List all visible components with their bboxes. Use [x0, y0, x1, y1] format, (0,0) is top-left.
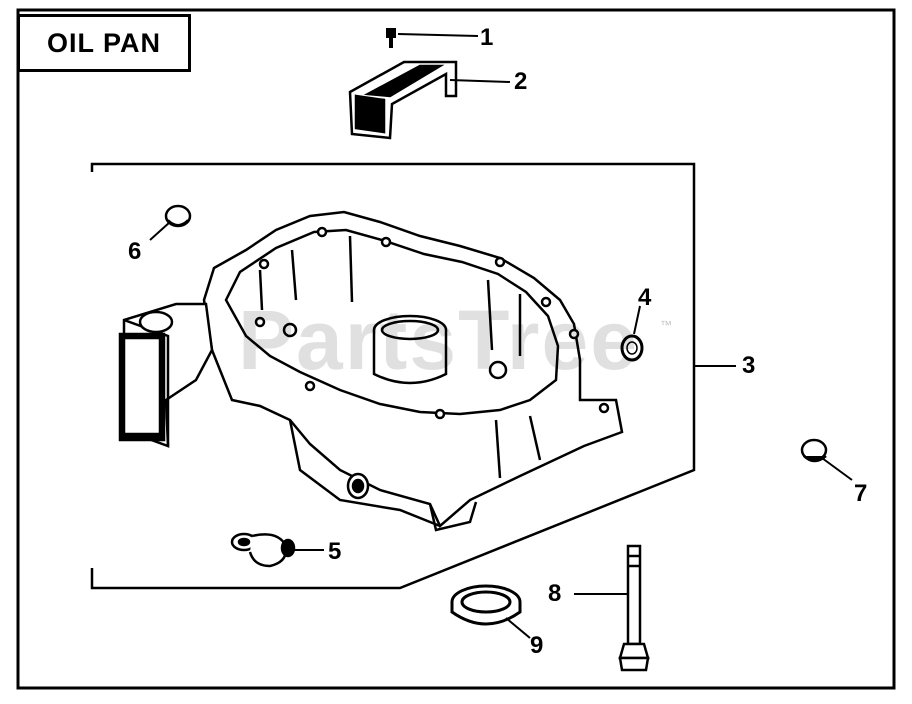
watermark: PartsTree [238, 293, 639, 387]
part-4-seal [620, 334, 644, 362]
title-box: OIL PAN [17, 14, 191, 72]
leader-2 [449, 79, 511, 83]
callout-2: 2 [514, 68, 528, 95]
callout-7: 7 [854, 480, 868, 507]
part-6-plug [164, 204, 192, 228]
callout-9: 9 [530, 632, 544, 659]
callout-4: 4 [638, 284, 652, 311]
diagram-title: OIL PAN [46, 27, 161, 58]
leader-4 [633, 305, 641, 335]
part-9-ring [450, 584, 522, 626]
assembly-bracket [90, 162, 696, 590]
part-3-oil-pan [118, 210, 624, 532]
leader-7 [821, 457, 853, 481]
leader-6 [149, 221, 171, 241]
part-2-bracket [348, 60, 458, 140]
callout-5: 5 [328, 538, 342, 565]
callout-3: 3 [742, 352, 756, 379]
callout-6: 6 [128, 238, 142, 265]
callout-8: 8 [548, 580, 562, 607]
leader-1 [397, 33, 479, 37]
callout-1: 1 [480, 24, 494, 51]
part-5-elbow [230, 532, 296, 568]
watermark-trademark: ™ [660, 318, 672, 332]
part-1-screw [386, 28, 396, 48]
part-8-bolt [618, 544, 650, 672]
outer-border [16, 8, 896, 690]
leader-9 [505, 617, 531, 639]
part-7-cap [800, 438, 828, 463]
